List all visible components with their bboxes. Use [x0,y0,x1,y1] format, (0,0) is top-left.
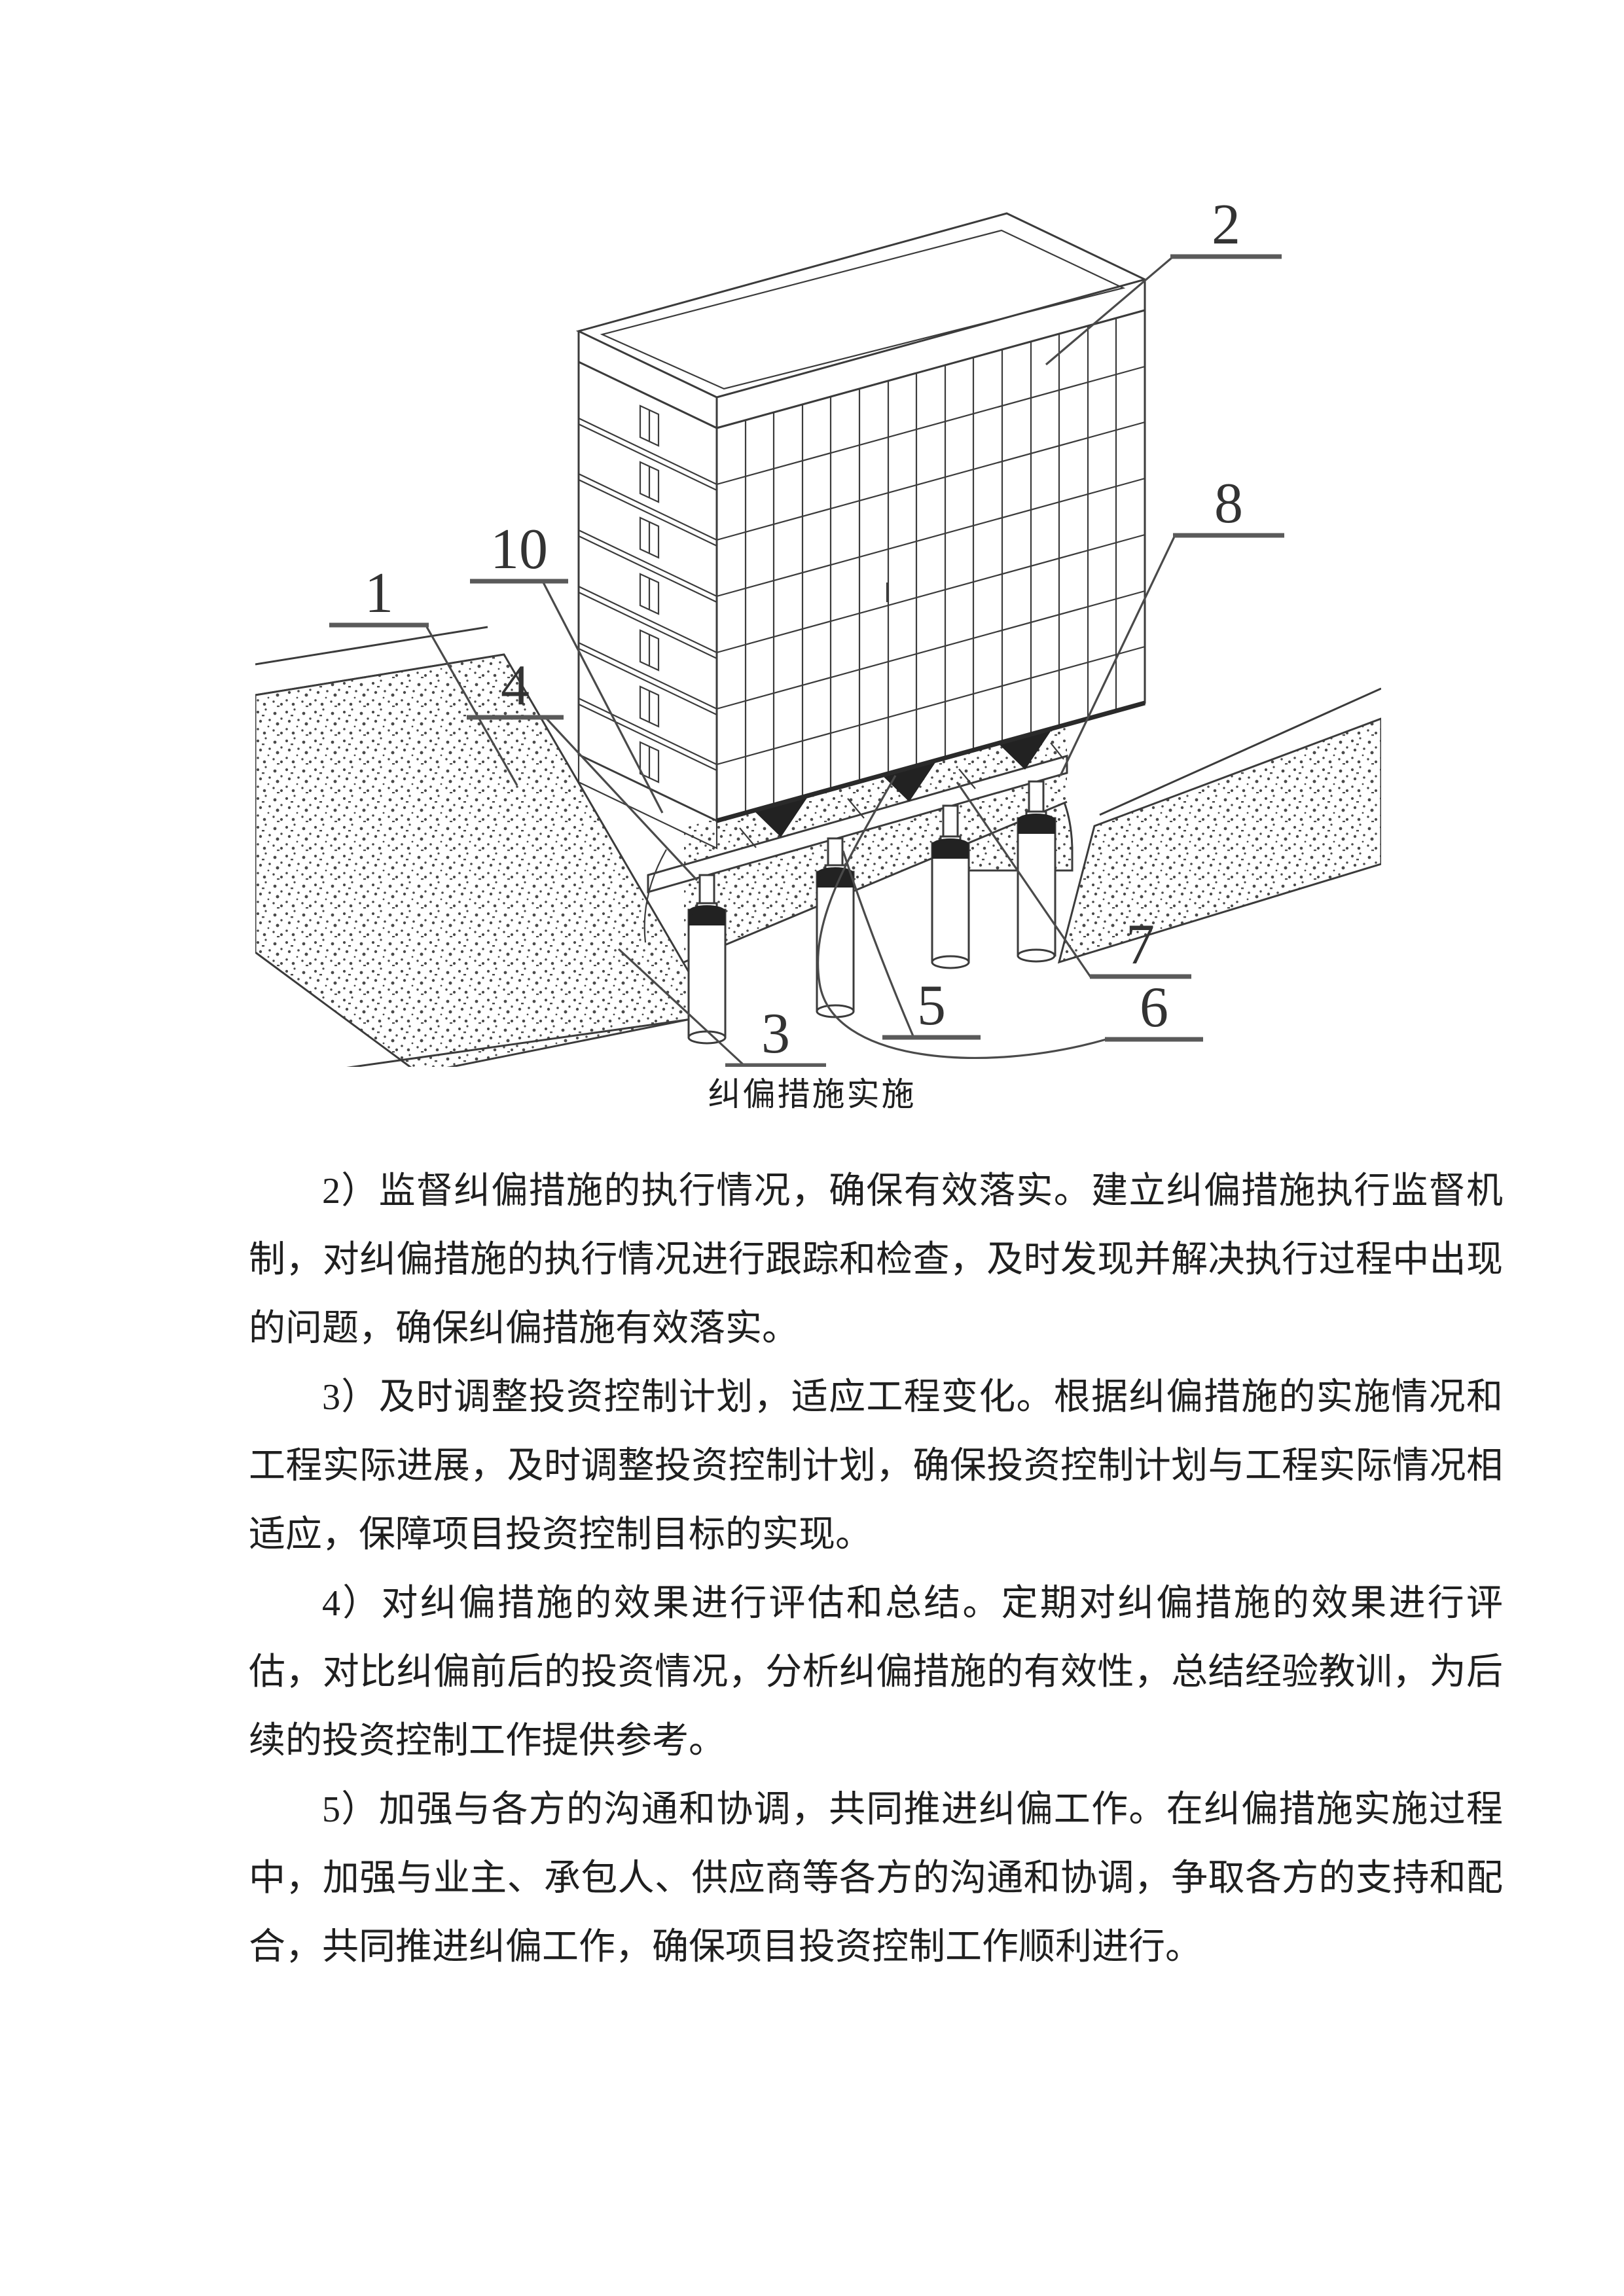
figure-label-7: 7 [1126,913,1155,977]
trench-far-wall [683,713,1068,963]
label-underlines [329,254,1284,1067]
front-floor-lines [716,365,1146,766]
figure-canvas: 1 10 4 2 8 7 6 5 3 [255,193,1381,1067]
paragraph-5: 5）加强与各方的沟通和协调，共同推进纠偏工作。在纠偏措施实施过程中，加强与业主、… [249,1789,1503,1967]
figure-label-3: 3 [761,1002,790,1066]
figure-label-4: 4 [501,654,530,717]
underpinning-assembly [643,700,1146,1045]
leader-lines [425,257,1176,1066]
body-text: 2）监督纠偏措施的执行情况，确保有效落实。建立纠偏措施执行监督机制，对纠偏措施的… [249,1157,1503,1982]
right-soil-berm [1057,687,1381,964]
figure-label-5: 5 [917,974,946,1037]
figure-label-10: 10 [490,518,548,581]
figure-label-6: 6 [1140,976,1168,1039]
building [575,212,1148,850]
piles [687,814,1056,1045]
figure-caption: 纠偏措施实施 [708,1076,916,1113]
paragraph-3: 3）及时调整投资控制计划，适应工程变化。根据纠偏措施的实施情况和工程实际进展，及… [249,1377,1503,1555]
figure-label-1: 1 [365,562,393,625]
figure-part-labels: 1 10 4 2 8 7 6 5 3 [365,193,1243,1066]
paragraph-4: 4）对纠偏措施的效果进行评估和总结。定期对纠偏措施的效果进行评估，对比纠偏前后的… [249,1583,1503,1761]
gable-windows [639,404,660,783]
figure-label-8: 8 [1214,472,1243,535]
figure-label-2: 2 [1212,193,1240,257]
figure-building-rectification-diagram: 1 10 4 2 8 7 6 5 3 [255,190,1381,1067]
paragraph-2: 2）监督纠偏措施的执行情况，确保有效落实。建立纠偏措施执行监督机制，对纠偏措施的… [249,1171,1503,1349]
curtain-wall-mullions [744,318,1117,813]
left-soil-berm [255,626,715,1067]
